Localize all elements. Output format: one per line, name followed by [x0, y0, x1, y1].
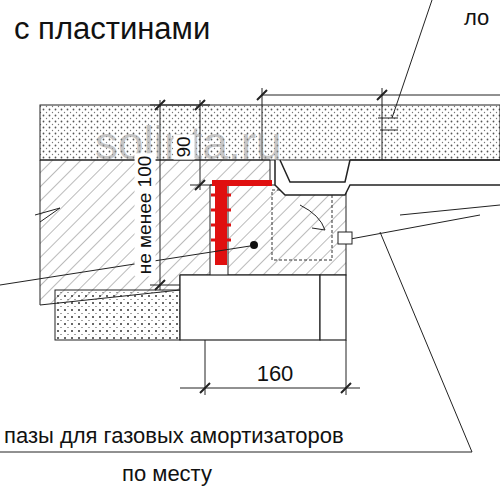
grate — [280, 160, 350, 182]
base-slab-end — [320, 275, 346, 340]
lock-detail — [300, 205, 325, 230]
gas-spring — [345, 205, 500, 240]
base-slab — [180, 275, 320, 340]
sand-layer — [55, 290, 180, 340]
cut-label: ло — [462, 6, 491, 30]
note-text: по месту — [122, 462, 212, 486]
note-underline — [0, 452, 472, 453]
leader-line — [392, 0, 432, 118]
leader-line — [0, 246, 250, 285]
dimension-text: 160 — [255, 362, 296, 386]
dimension-text: не менее 100 — [135, 154, 156, 277]
hinge — [338, 232, 352, 244]
dimension-line — [180, 388, 360, 389]
grate-edge — [350, 159, 500, 161]
note-text: пазы для газовых амортизаторов — [4, 424, 344, 448]
anchor-teeth — [211, 195, 231, 240]
leader-line — [380, 232, 472, 452]
dimension-text: 90 — [174, 134, 195, 159]
break-line — [35, 208, 60, 222]
channel-block — [228, 185, 346, 275]
title: с пластинами — [14, 12, 210, 46]
extension-line — [382, 88, 383, 160]
red-anchor — [215, 180, 227, 265]
dimension-line — [378, 118, 398, 130]
dimension-tick — [257, 90, 387, 100]
hidden-edge — [272, 190, 332, 260]
channel-body — [275, 160, 500, 195]
callout-dot — [250, 241, 258, 249]
